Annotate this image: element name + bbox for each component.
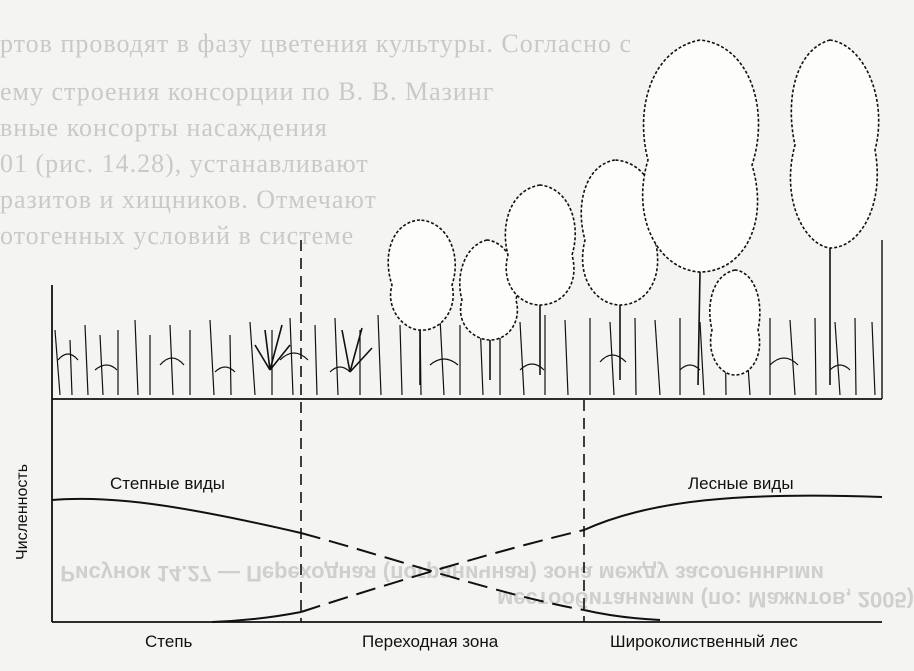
steppe-species-label: Степные виды [110,474,225,493]
zone-boundaries [300,240,585,622]
zone-label-forest: Широколиственный лес [610,632,798,651]
landscape-illustration [54,39,880,396]
bleed-through-text: ртов проводят в фазу цветения культуры. … [0,0,914,250]
bleed-line: ртов проводят в фазу цветения культуры. … [0,29,633,58]
plot-frame [51,240,883,623]
zone-label-steppe: Степь [145,632,193,651]
bleed-line: разитов и хищников. Отмечают [0,185,377,214]
bleed-line: отогенных условий в системе [0,221,355,250]
y-axis-label: Численность [14,463,31,560]
bleed-line: ему строения консорции по В. В. Мазинг [0,77,495,106]
forest-species-curve-tail [211,611,302,623]
steppe-species-curve-dashed [300,532,585,611]
steppe-species-curve-solid [51,497,302,534]
forest-species-curve-solid [583,494,883,531]
forest-species-label: Лесные виды [688,474,794,493]
forest-species-curve-dashed [300,529,585,613]
bleed-line: вные консорты насаждения [0,113,328,142]
steppe-species-curve-tail [583,609,661,621]
population-curves [51,494,883,623]
shrubs [254,324,373,373]
grass-layer [54,314,876,396]
bleed-line: 01 (рис. 14.28), устанавливают [0,149,369,178]
zone-label-transition: Переходная зона [362,632,499,651]
trees [387,39,880,386]
